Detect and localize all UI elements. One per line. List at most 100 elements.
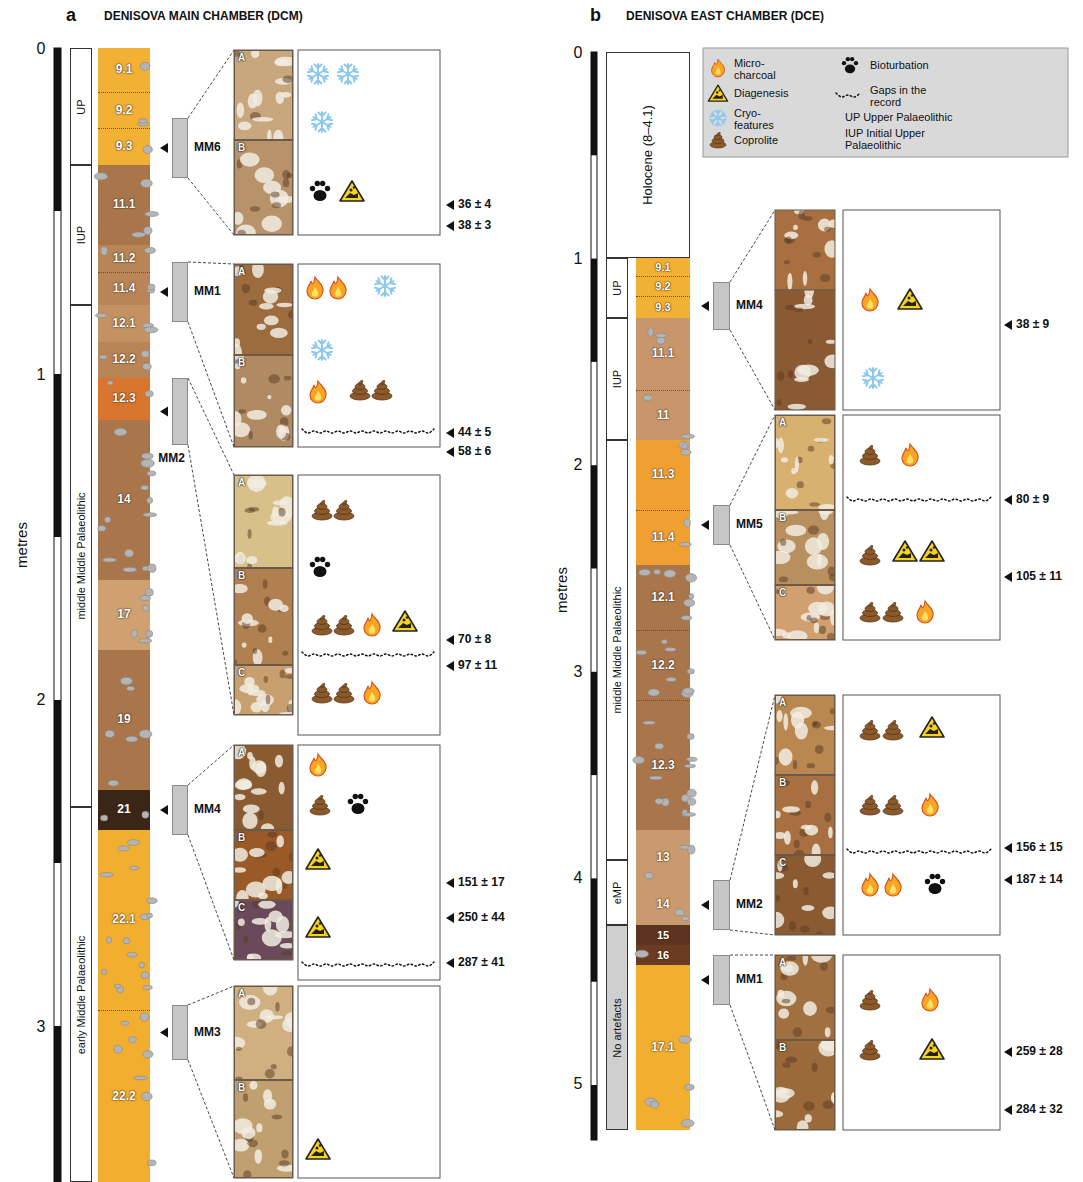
photo-panel: A (234, 745, 293, 830)
photo-void (258, 900, 276, 908)
bear-icon-part (325, 186, 330, 191)
legend-text: Diagenesis (734, 87, 824, 99)
thin-section-photo (775, 510, 835, 585)
stone (635, 950, 648, 957)
thin-section-photo (234, 355, 293, 447)
copro-icon (883, 795, 903, 815)
photo-grain (271, 192, 280, 198)
zoom-line (730, 415, 775, 505)
photo-letter: A (238, 477, 245, 488)
sample-marker: MM3 (172, 1005, 188, 1060)
stone (141, 350, 149, 357)
period-band: IUP (606, 318, 628, 440)
stone (141, 453, 153, 459)
stone (127, 952, 137, 957)
stone (139, 962, 144, 968)
period-label: early Middle Palaeolithic (75, 935, 87, 1054)
photo-void (788, 404, 806, 410)
layer-block: 11.4 (98, 272, 150, 305)
diag-icon-part (898, 553, 911, 558)
photo-letter: A (238, 52, 245, 63)
layer-block: 12.3 (98, 378, 150, 420)
thin-section-photo (234, 830, 293, 900)
photo-grain (809, 502, 820, 506)
bear-icon-part (352, 803, 365, 814)
photo-void (803, 1001, 817, 1016)
photo-grain (812, 721, 817, 726)
photo-grain (271, 1114, 282, 1119)
photo-grain (828, 567, 835, 577)
photo-void (804, 855, 821, 867)
stone (145, 211, 159, 216)
legend-box (703, 48, 1068, 157)
bear-icon-part (353, 794, 358, 799)
photo-void (826, 340, 835, 344)
photo-grain (813, 252, 821, 258)
fire-icon-part (867, 299, 873, 309)
tick-label: 1 (574, 250, 583, 268)
diag-icon-part (311, 861, 324, 866)
thin-section-photo (234, 665, 293, 715)
photo-grain (248, 529, 252, 539)
layer-block: 11.2 (98, 245, 150, 272)
photo-void (247, 410, 267, 420)
photo-letter: B (779, 777, 786, 788)
copro-icon-part (891, 795, 896, 799)
photo-void (775, 912, 784, 928)
photo-void (234, 212, 243, 225)
sample-pointer (160, 1028, 168, 1038)
photo-letter: C (779, 857, 786, 868)
fire-icon-part (369, 692, 375, 702)
stone (140, 1013, 149, 1021)
stone (681, 434, 694, 439)
photo-grain (265, 1069, 275, 1078)
age-pointer (1004, 875, 1012, 885)
photo-frame (234, 745, 293, 830)
copro-icon-part (888, 799, 898, 805)
depth-scale-segment (591, 465, 597, 568)
bear-icon-part (310, 186, 315, 191)
photo-panel: C (775, 855, 835, 935)
photo-letter: A (779, 697, 786, 708)
photo-void (794, 365, 811, 380)
photo-grain (275, 1002, 279, 1012)
photo-void (234, 867, 246, 873)
diag-icon (340, 181, 364, 201)
fire-icon-part (310, 381, 326, 403)
stone (144, 247, 155, 253)
age-pointer (446, 428, 454, 438)
fire-icon (917, 601, 933, 623)
thin-section-photo (234, 140, 293, 235)
stone (142, 811, 149, 818)
photo-frame (234, 355, 293, 447)
gap-line (302, 429, 434, 433)
fire-icon (712, 59, 725, 77)
photo-letter: B (238, 570, 245, 581)
photo-void (276, 835, 284, 847)
stone (123, 938, 129, 944)
photo-void (275, 755, 283, 768)
stone (140, 62, 149, 70)
depth-scale-segment (591, 672, 597, 775)
bear-icon (348, 794, 368, 814)
photo-void (257, 324, 266, 330)
bear-icon-part (358, 794, 363, 799)
photo-void (242, 812, 257, 829)
photo-grain (780, 539, 786, 546)
stone (108, 780, 119, 786)
photo-void (251, 50, 259, 58)
layer-block: 21 (98, 790, 150, 830)
stone (142, 1092, 152, 1101)
layer-number: 11.4 (113, 282, 136, 295)
photo-grain (243, 1093, 248, 1102)
photo-panel: B (234, 830, 293, 900)
depth-scale-segment (54, 48, 61, 211)
stone (145, 391, 153, 397)
stone (127, 840, 140, 846)
diag-icon-part (350, 189, 353, 192)
photo-void (251, 760, 266, 773)
fire-icon-part (922, 989, 938, 1011)
stone (141, 972, 149, 979)
photo-grain (281, 951, 293, 956)
